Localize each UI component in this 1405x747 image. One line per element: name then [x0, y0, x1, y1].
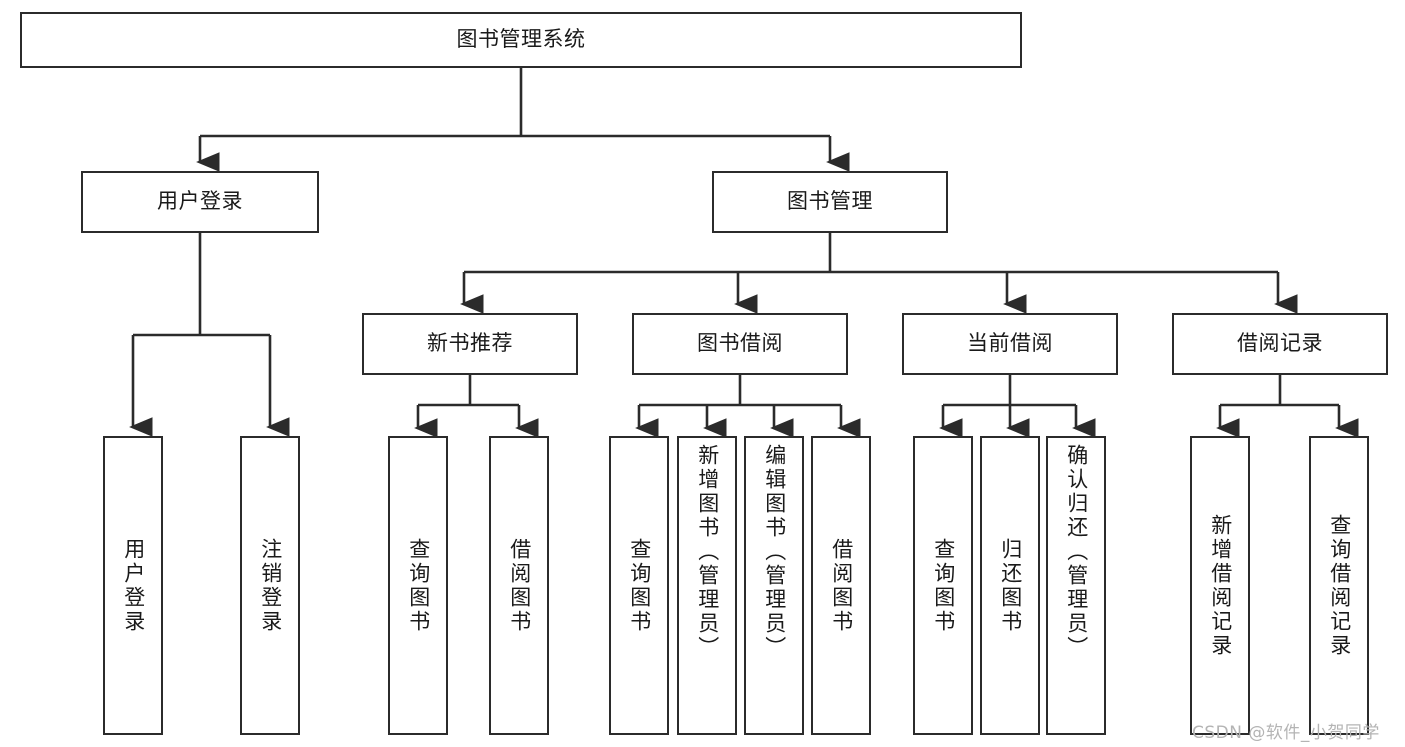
node-borrow-record[interactable]: 借阅记录: [1172, 313, 1388, 375]
node-label: 图书借阅: [697, 331, 783, 356]
leaf-logout-login[interactable]: 注销登录: [240, 436, 300, 735]
leaf-add-borrow-record[interactable]: 新增借阅记录: [1190, 436, 1250, 735]
leaf-user-login[interactable]: 用户登录: [103, 436, 163, 735]
leaf-borrow-book-2[interactable]: 借阅图书: [811, 436, 871, 735]
node-label: 新书推荐: [427, 331, 513, 356]
node-book-management[interactable]: 图书管理: [712, 171, 948, 233]
leaf-borrow-book-1[interactable]: 借阅图书: [489, 436, 549, 735]
node-label: 注销登录: [258, 537, 283, 634]
node-label: 新增图书（管理员）: [695, 444, 720, 660]
node-book-borrow[interactable]: 图书借阅: [632, 313, 848, 375]
node-label: 归还图书: [998, 537, 1023, 634]
leaf-edit-book[interactable]: 编辑图书（管理员）: [744, 436, 804, 735]
node-label: 确认归还（管理员）: [1064, 444, 1089, 660]
node-current-borrow[interactable]: 当前借阅: [902, 313, 1118, 375]
leaf-query-book-1[interactable]: 查询图书: [388, 436, 448, 735]
leaf-add-book[interactable]: 新增图书（管理员）: [677, 436, 737, 735]
node-label: 借阅图书: [829, 537, 854, 634]
node-label: 图书管理: [787, 189, 873, 214]
leaf-return-book[interactable]: 归还图书: [980, 436, 1040, 735]
node-user-login[interactable]: 用户登录: [81, 171, 319, 233]
node-label: 图书管理系统: [456, 27, 586, 52]
leaf-query-book-3[interactable]: 查询图书: [913, 436, 973, 735]
node-label: 用户登录: [121, 537, 146, 634]
leaf-query-borrow-record[interactable]: 查询借阅记录: [1309, 436, 1369, 735]
node-label: 用户登录: [157, 189, 243, 214]
node-new-book-recommend[interactable]: 新书推荐: [362, 313, 578, 375]
node-label: 查询图书: [406, 537, 431, 634]
node-label: 借阅图书: [507, 537, 532, 634]
node-label: 新增借阅记录: [1208, 513, 1233, 658]
node-label: 当前借阅: [967, 331, 1053, 356]
leaf-query-book-2[interactable]: 查询图书: [609, 436, 669, 735]
node-label: 借阅记录: [1237, 331, 1323, 356]
node-label: 查询图书: [627, 537, 652, 634]
leaf-confirm-return[interactable]: 确认归还（管理员）: [1046, 436, 1106, 735]
node-label: 查询图书: [931, 537, 956, 634]
node-label: 查询借阅记录: [1327, 513, 1352, 658]
node-book-management-system[interactable]: 图书管理系统: [20, 12, 1022, 68]
node-label: 编辑图书（管理员）: [762, 444, 787, 660]
